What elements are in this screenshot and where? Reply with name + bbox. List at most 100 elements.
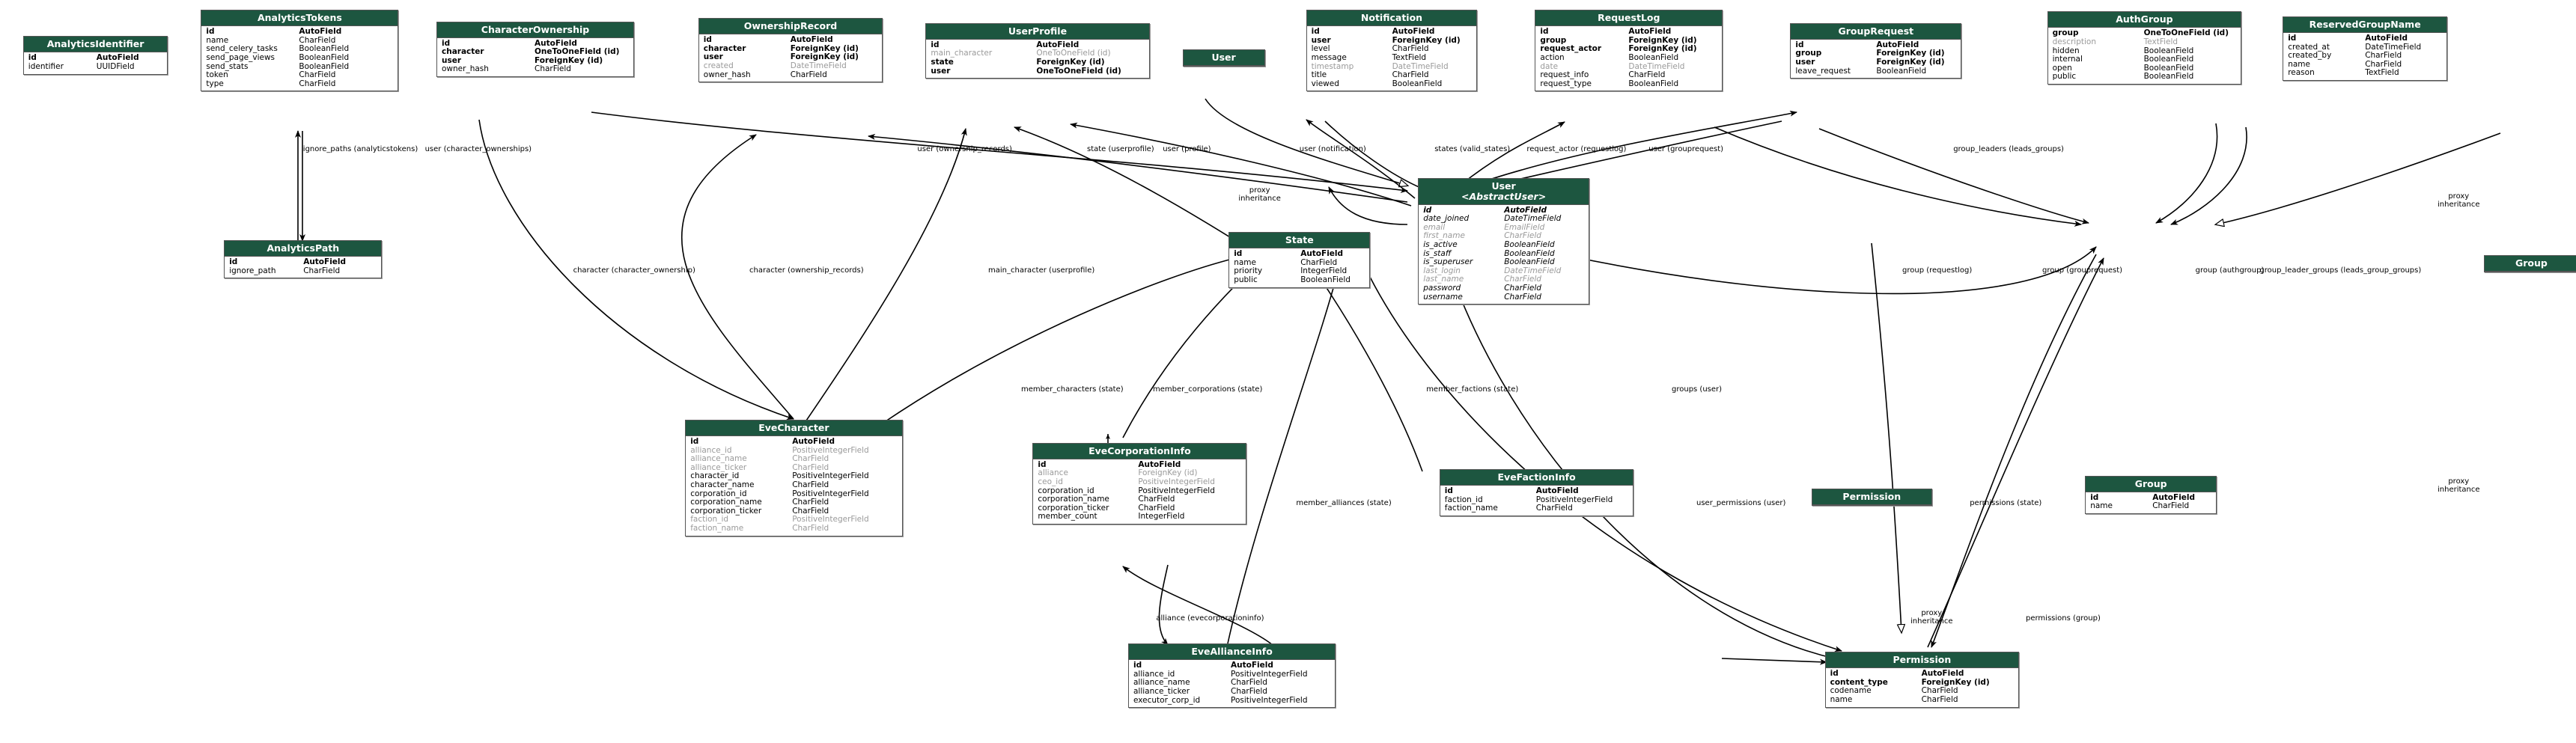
- field-type: AutoField: [1392, 27, 1435, 37]
- field-name: action: [1540, 52, 1565, 62]
- field-name: id: [1038, 459, 1047, 469]
- field-name: type: [206, 79, 224, 88]
- field-name: date: [1540, 61, 1559, 71]
- field-name: password: [1423, 283, 1461, 293]
- field-name: username: [1423, 292, 1463, 302]
- field-type: IntegerField: [1300, 266, 1348, 276]
- field-name: email: [1423, 222, 1446, 232]
- field-name: user: [1311, 35, 1331, 45]
- field-type: ForeignKey (id): [535, 55, 603, 65]
- field-type: CharField: [792, 523, 829, 533]
- field-name: send_stats: [206, 61, 249, 71]
- field-type: AutoField: [303, 257, 347, 267]
- field-type: CharField: [299, 79, 336, 88]
- field-name: created: [703, 61, 734, 70]
- edge-label-lbl-states-valid-states: states (valid_states): [1434, 144, 1511, 153]
- field-name: internal: [2052, 55, 2083, 64]
- field-type: PositiveIntegerField: [792, 471, 869, 481]
- field-name: user: [703, 52, 723, 62]
- field-name: alliance_id: [1133, 669, 1175, 679]
- edge-label-lbl-user-permissions-user: user_permissions (user): [1696, 498, 1786, 507]
- field-type: CharField: [2365, 51, 2402, 61]
- field-type: AutoField: [2152, 492, 2196, 502]
- field-name: id: [1423, 205, 1432, 215]
- edge-label-lbl-character-character-ownership: character (character_ownership): [573, 266, 695, 275]
- field-name: corporation_ticker: [690, 506, 762, 516]
- field-type: CharField: [2152, 501, 2190, 511]
- field-name: id: [206, 27, 215, 37]
- field-type: AutoField: [299, 27, 342, 37]
- edge-label-lbl-group-leader-groups: group_leader_groups (leads_group_groups): [2259, 266, 2422, 275]
- field-type: BooleanField: [1876, 66, 1927, 76]
- field-type: TextField: [2365, 68, 2399, 78]
- field-type: PositiveIntegerField: [1138, 477, 1215, 486]
- field-name: viewed: [1311, 79, 1339, 88]
- edge-label-lbl-permissions-group: permissions (group): [2026, 614, 2101, 623]
- entity-title: Permission: [1812, 489, 1931, 506]
- field-type: AutoField: [1628, 27, 1672, 37]
- field-type: PositiveIntegerField: [1138, 486, 1215, 495]
- field-name: group: [1795, 49, 1822, 58]
- entity-permission_top[interactable]: Permission: [1812, 489, 1932, 507]
- entity-title: State: [1229, 233, 1370, 249]
- entity-title: OwnershipRecord: [698, 19, 883, 35]
- field-name: last_login: [1423, 266, 1461, 275]
- field-type: BooleanField: [299, 44, 350, 54]
- field-type: BooleanField: [1504, 257, 1555, 267]
- entity-user_small[interactable]: User: [1182, 49, 1265, 67]
- field-type: OneToOneField (id): [1036, 49, 1111, 58]
- entity-group_right[interactable]: Group: [2483, 255, 2576, 272]
- field-type: BooleanField: [1628, 52, 1679, 62]
- field-name: title: [1311, 70, 1327, 80]
- field-type: CharField: [1921, 686, 1958, 696]
- field-type: CharField: [792, 498, 829, 507]
- field-name: member_count: [1038, 512, 1097, 522]
